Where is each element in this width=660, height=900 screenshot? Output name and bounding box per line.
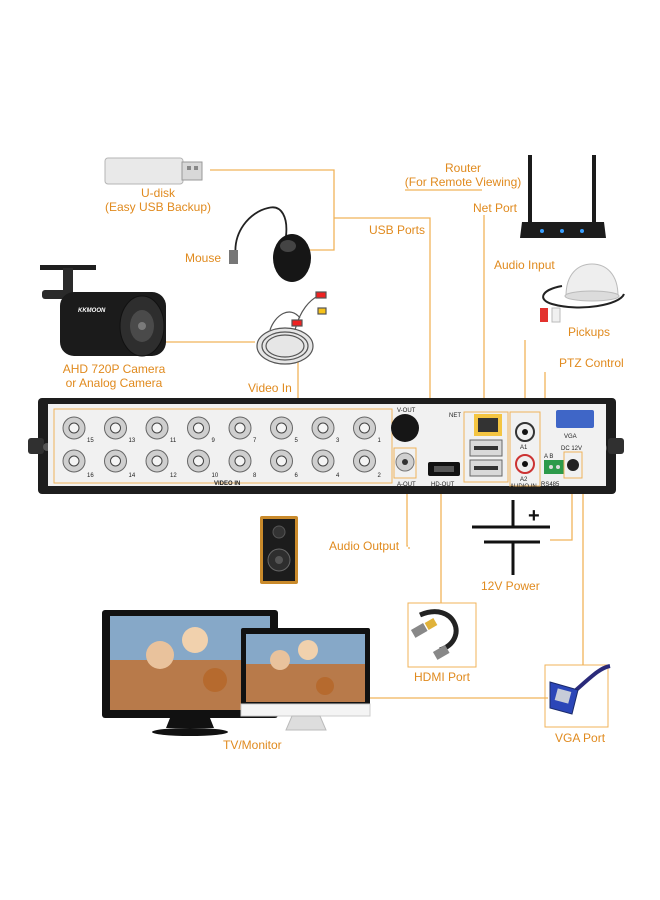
dc-power-icon xyxy=(472,500,550,575)
net-port-label: Net Port xyxy=(473,201,518,215)
audio-output-label: Audio Output xyxy=(329,539,400,553)
vga-port-label: VGA Port xyxy=(555,731,606,745)
speaker-icon xyxy=(260,516,298,584)
vga-cable-icon xyxy=(544,664,611,728)
cable-reel-icon xyxy=(256,291,327,365)
channel-number: 16 xyxy=(87,473,94,479)
monitor-icon xyxy=(102,610,371,736)
hdmi-cable-icon xyxy=(407,602,477,668)
bnc-connector-core xyxy=(276,455,287,467)
dvr-hdout-label: HD-OUT xyxy=(431,482,455,488)
dvr-ab-label: A B xyxy=(544,454,553,460)
bnc-connectors: 15 13 11 9 7 5 3 1 16 14 12 10 8 6 4 2 xyxy=(62,416,382,479)
bnc-connector-core xyxy=(68,455,80,467)
bnc-connector-core xyxy=(151,455,163,467)
mouse-icon xyxy=(229,206,311,282)
dvr-vga-label: VGA xyxy=(564,434,577,440)
channel-number: 8 xyxy=(253,473,257,479)
power-plus-sign: + xyxy=(528,505,540,527)
pickups-label: Pickups xyxy=(568,325,611,339)
bnc-connector-core xyxy=(317,422,329,434)
connector-lines xyxy=(161,169,584,699)
udisk-label: U-disk (Easy USB Backup) xyxy=(98,186,218,214)
bnc-connector-core xyxy=(234,422,246,434)
channel-number: 7 xyxy=(253,438,257,444)
bnc-connector-core xyxy=(317,455,329,467)
camera-icon xyxy=(40,265,166,357)
channel-number: 11 xyxy=(170,438,177,444)
video-in-label: Video In xyxy=(248,381,292,395)
channel-number: 4 xyxy=(336,473,340,479)
channel-number: 14 xyxy=(129,473,136,479)
dvr-a2-label: A2 xyxy=(520,477,528,483)
audio-input-label: Audio Input xyxy=(494,258,555,272)
dvr-vout-label: V-OUT xyxy=(397,408,416,414)
usb-ports-label: USB Ports xyxy=(369,223,426,237)
usb-stick-icon xyxy=(104,157,203,185)
bnc-connector-core xyxy=(68,422,80,434)
router-label-line2: (For Remote Viewing) xyxy=(404,175,522,189)
camera-label-line2: or Analog Camera xyxy=(65,376,163,390)
channel-number: 10 xyxy=(212,473,219,479)
bnc-connector-core xyxy=(110,422,121,434)
ptz-control-label: PTZ Control xyxy=(559,356,624,370)
router-icon xyxy=(520,155,606,238)
bnc-connector-core xyxy=(193,422,204,434)
dvr-rs485-label: RS485 xyxy=(541,482,560,488)
dvr-video-in-label: VIDEO IN xyxy=(214,481,240,487)
camera-brand: KKMOON xyxy=(78,308,106,314)
router-label-line1: Router xyxy=(444,161,482,175)
bnc-connector-core xyxy=(234,455,246,467)
udisk-label-line1: U-disk xyxy=(140,186,175,200)
bnc-connector-core xyxy=(276,422,287,434)
channel-number: 6 xyxy=(295,473,299,479)
monitor-label: TV/Monitor xyxy=(223,738,282,752)
channel-number: 9 xyxy=(212,438,216,444)
channel-number: 3 xyxy=(336,438,340,444)
channel-number: 2 xyxy=(378,473,382,479)
channel-number: 13 xyxy=(129,438,136,444)
mouse-label: Mouse xyxy=(185,251,222,265)
channel-number: 15 xyxy=(87,438,94,444)
channel-number: 12 xyxy=(170,473,177,479)
dvr-dc-label: DC 12V xyxy=(561,446,582,452)
bnc-connector-core xyxy=(359,422,370,434)
bnc-connector-core xyxy=(359,455,370,467)
power-label: 12V Power xyxy=(481,579,540,593)
dvr-net-label: NET xyxy=(449,413,461,419)
dvr-aout-label: A-OUT xyxy=(397,482,416,488)
camera-label-line1: AHD 720P Camera xyxy=(62,362,166,376)
udisk-label-line2: (Easy USB Backup) xyxy=(104,200,212,214)
channel-number: 5 xyxy=(295,438,299,444)
router-label: Router (For Remote Viewing) xyxy=(400,161,526,189)
microphone-dome-icon xyxy=(540,263,625,323)
camera-label: AHD 720P Camera or Analog Camera xyxy=(55,362,173,390)
hdmi-port-label: HDMI Port xyxy=(414,670,471,684)
dvr-body xyxy=(28,398,624,494)
dvr-a1-label: A1 xyxy=(520,445,528,451)
bnc-connector-core xyxy=(193,455,204,467)
channel-number: 1 xyxy=(378,438,382,444)
bnc-connector-core xyxy=(151,422,163,434)
dvr-audio-in-label: AUDIO IN xyxy=(510,484,537,490)
bnc-connector-core xyxy=(110,455,121,467)
